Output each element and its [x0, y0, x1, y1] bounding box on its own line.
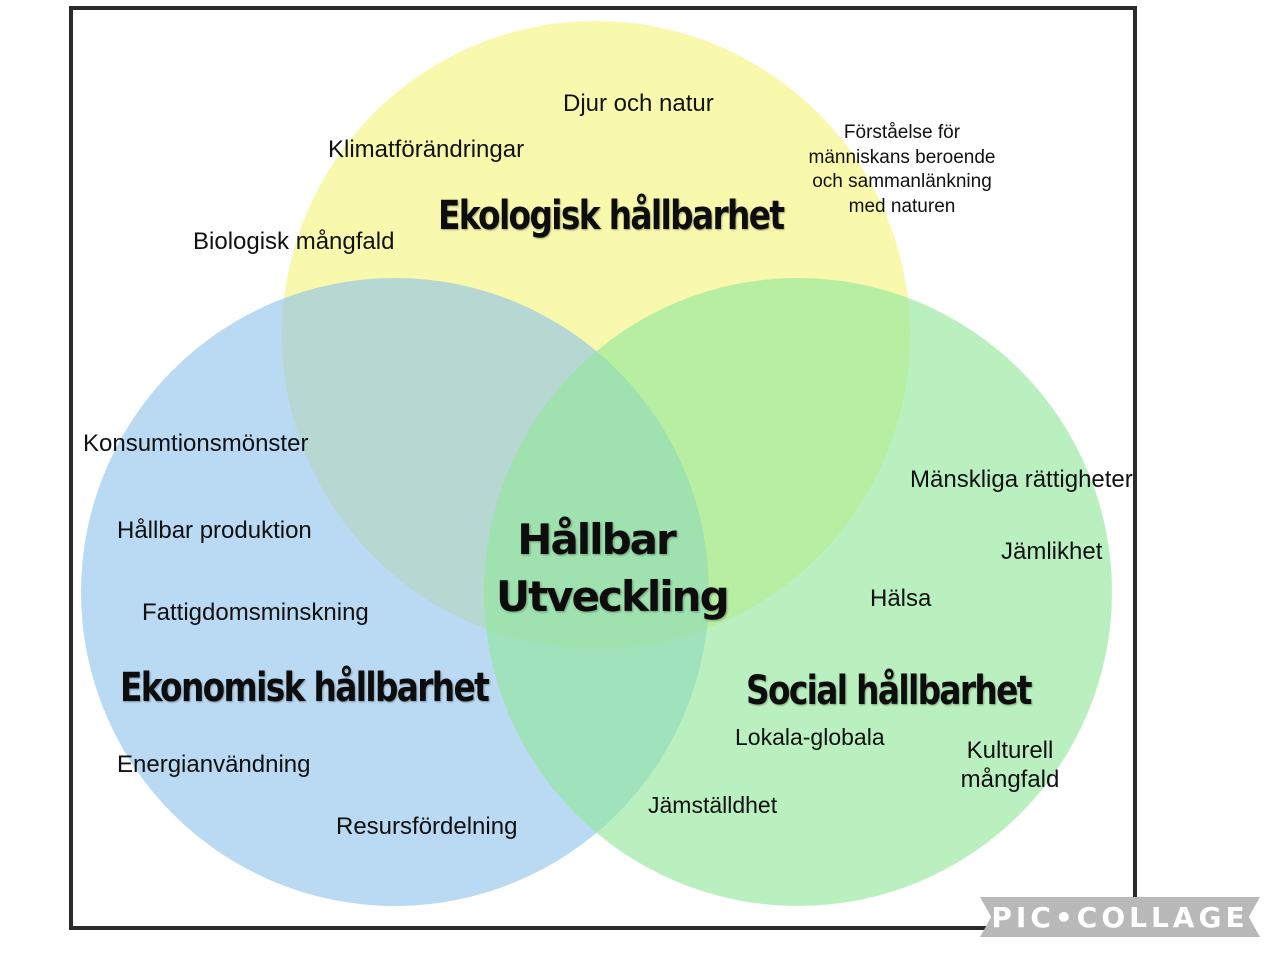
- watermark-text: PIC•COLLAGE: [991, 901, 1249, 934]
- center-label: Hållbar Utveckling: [496, 512, 730, 625]
- label-halsa: Hälsa: [870, 585, 932, 612]
- heading-ekonomisk-hallbarhet: Ekonomisk hållbarhet: [120, 665, 490, 711]
- label-fattigdomsminskning: Fattigdomsminskning: [142, 599, 369, 626]
- center-line-2: Utveckling: [496, 571, 730, 621]
- label-biologisk-mangfald: Biologisk mångfald: [193, 228, 395, 255]
- label-kulturell-mangfald: Kulturell mångfald: [960, 737, 1060, 793]
- label-djur-och-natur: Djur och natur: [563, 90, 714, 117]
- label-resursfordelning: Resursfördelning: [336, 813, 518, 840]
- label-hallbar-produktion: Hållbar produktion: [117, 517, 312, 544]
- label-klimatforandringar: Klimatförändringar: [328, 136, 525, 163]
- label-jamstalldhet: Jämställdhet: [648, 792, 778, 818]
- label-forstaelse: Förståelse för människans beroende och s…: [808, 122, 996, 218]
- label-manskliga-rattigheter: Mänskliga rättigheter: [910, 466, 1133, 493]
- label-konsumtionsmonster: Konsumtionsmönster: [83, 430, 309, 457]
- center-line-1: Hållbar: [517, 515, 676, 564]
- social-circle: [484, 278, 1112, 906]
- label-energianvandning: Energianvändning: [117, 751, 311, 778]
- heading-social-hallbarhet: Social hållbarhet: [746, 668, 1032, 714]
- heading-ekologisk-hallbarhet: Ekologisk hållbarhet: [438, 193, 785, 239]
- diagram-frame: [69, 6, 1137, 930]
- label-lokala-globala: Lokala-globala: [735, 724, 885, 750]
- label-jamlikhet: Jämlikhet: [1001, 538, 1103, 565]
- watermark-logo: PIC•COLLAGE: [980, 897, 1260, 937]
